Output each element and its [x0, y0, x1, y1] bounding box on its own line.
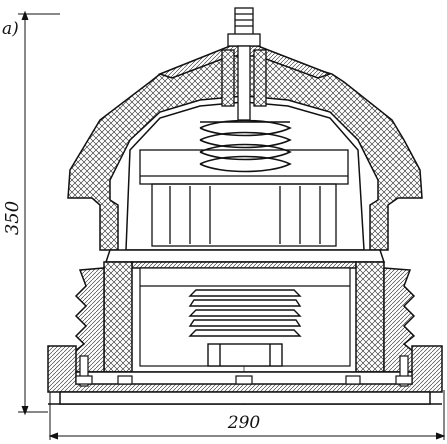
base-plate	[47, 345, 443, 405]
width-dimension-label: 290	[227, 413, 261, 433]
height-dimension-label: 350	[2, 201, 23, 235]
central-bolt	[221, 7, 267, 121]
height-dimension	[18, 10, 60, 416]
middle-flange	[104, 249, 386, 269]
upper-coil-spring	[199, 119, 292, 173]
width-dimension	[48, 390, 446, 440]
mounting-bolts	[75, 355, 413, 387]
panel-label: a)	[2, 19, 19, 39]
lower-bellows-stack	[188, 289, 302, 367]
inner-frame	[139, 149, 349, 247]
